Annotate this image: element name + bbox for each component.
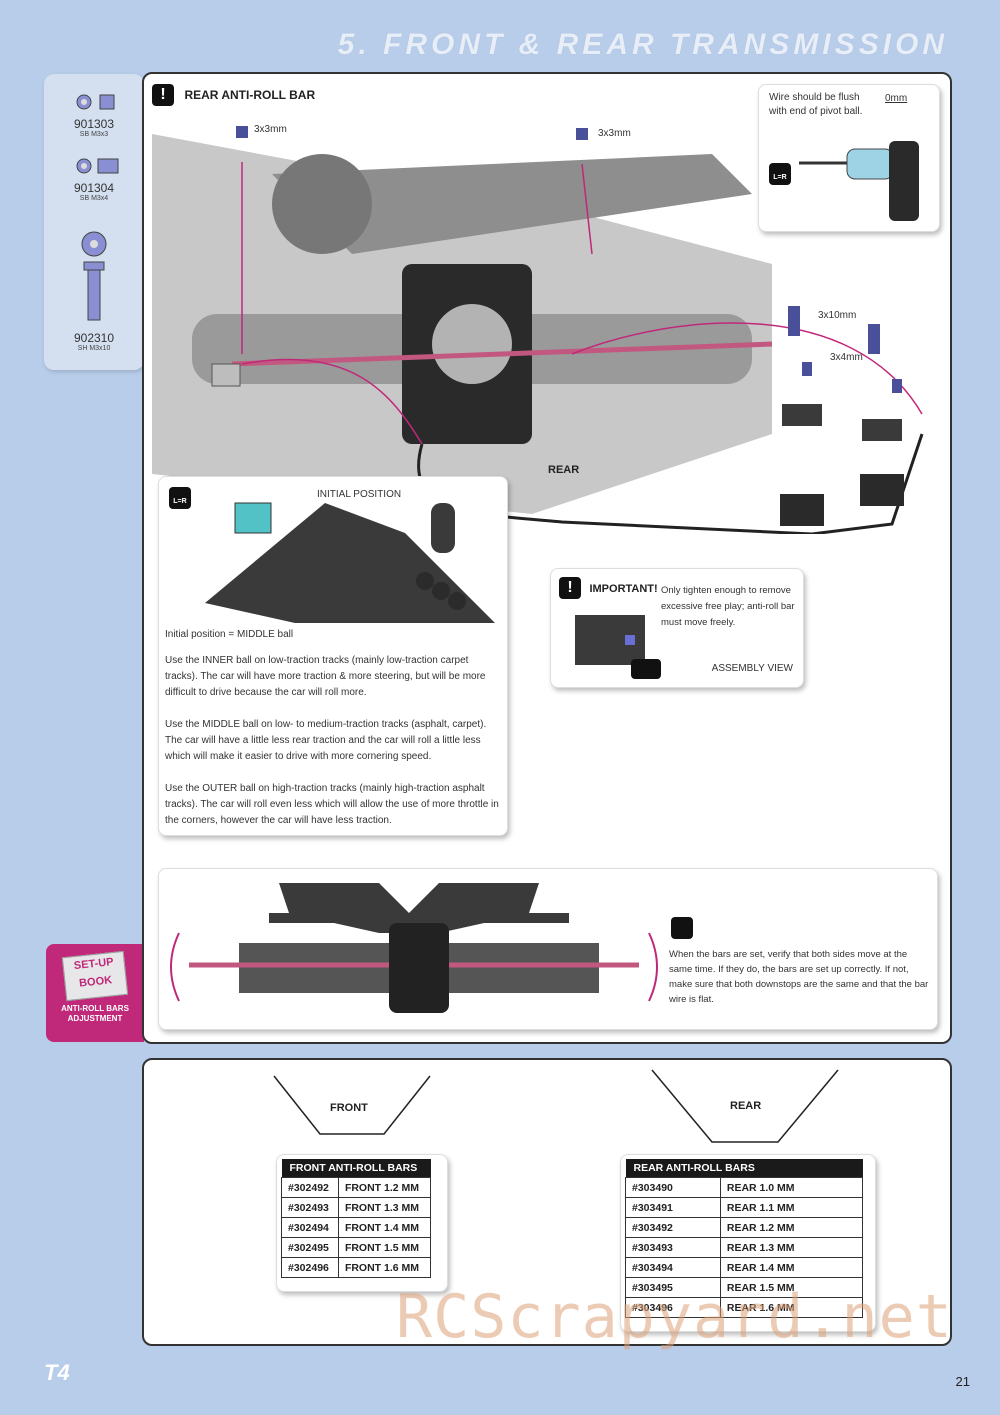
outer-ball-text: Use the OUTER ball on high-traction trac… [165,783,499,826]
important-box: ! IMPORTANT! Only tighten enough to remo… [550,568,804,688]
pivot-ball-position-illustration [205,502,495,623]
part-901303: 901303 SB M3x3 [44,92,144,138]
label-3x10mm: 3x10mm [818,310,857,321]
set-screw-icon [76,94,115,110]
section-header: ! REAR ANTI-ROLL BAR [152,84,315,106]
label-3x3mm-left: 3x3mm [254,124,287,135]
setup-book-tab[interactable]: SET-UP BOOK ANTI-ROLL BARS ADJUSTMENT [46,944,144,1042]
front-assembly-illustration [170,883,658,1013]
setup-book-icon: SET-UP BOOK [61,950,129,1002]
t4-logo: T4 [44,1360,70,1385]
main-panel: ! REAR ANTI-ROLL BAR 3x3mm 3x3mm 3x10mm … [142,72,952,1044]
anti-roll-verify-box: When the bars are set, verify that both … [158,868,938,1030]
left-equals-right-icon: L=R [769,163,791,185]
warning-icon: ! [559,577,581,599]
assembly-view-illustration [575,615,661,679]
label-3x3mm-right: 3x3mm [598,128,631,139]
part-901304: 901304 SB M3x4 [44,156,144,202]
front-label: FRONT [330,1102,368,1114]
check-icon [671,917,693,939]
set-screw-icon [76,158,119,174]
front-bar-shape-icon [273,1075,431,1135]
label-rear: REAR [548,464,580,476]
initial-position-box: L=R INITIAL POSITION Initial position = … [158,476,508,836]
warning-icon: ! [152,84,174,106]
part-902310: 902310 SH M3x10 [44,226,144,352]
rear-chassis-illustration [152,126,924,534]
watermark: RCScrapyard.net [396,1282,953,1352]
inner-ball-text: Use the INNER ball on low-traction track… [165,655,486,698]
pivot-ball-illustration [799,141,919,221]
parts-sidebar: 901303 SB M3x3 901304 SB M3x4 902310 SH … [44,74,144,370]
rear-label: REAR [730,1100,762,1112]
assembly-view-label: ASSEMBLY VIEW [711,663,793,674]
initial-position-line: Initial position = MIDDLE ball [165,629,294,640]
page-number: 21 [955,1374,970,1389]
middle-ball-text: Use the MIDDLE ball on low- to medium-tr… [165,719,487,762]
initial-position-label: INITIAL POSITION [317,489,402,500]
cap-screw-icon [81,231,107,321]
label-3x4mm: 3x4mm [830,352,863,363]
flush-note-box: Wire should be flush with end of pivot b… [758,84,940,232]
rear-bar-shape-icon [651,1069,839,1143]
page-title: 5. FRONT & REAR TRANSMISSION [337,28,948,61]
verify-text: When the bars are set, verify that both … [669,949,929,1005]
left-equals-right-icon: L=R [169,487,191,509]
